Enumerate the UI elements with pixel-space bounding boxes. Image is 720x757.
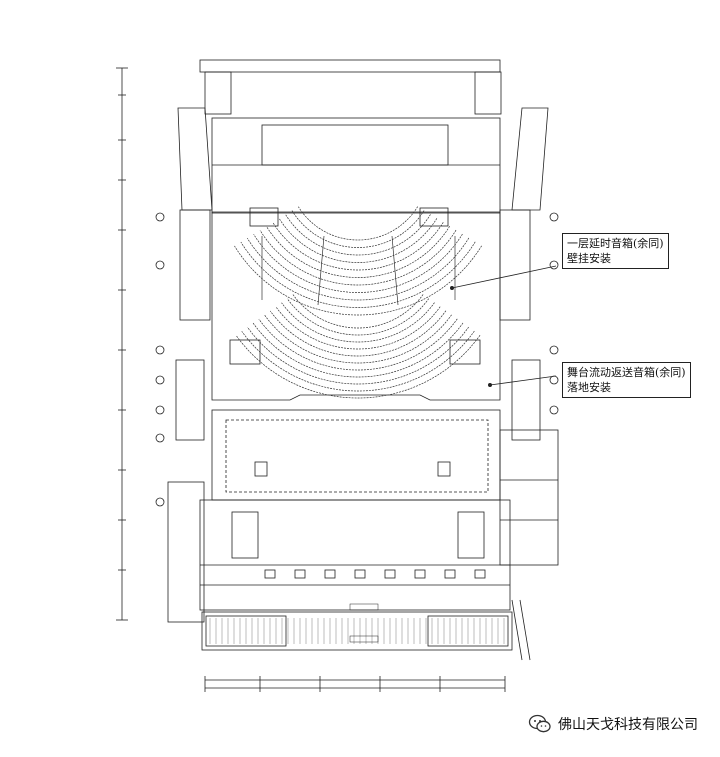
stage-area <box>211 409 501 501</box>
seat-row-lower <box>264 314 452 364</box>
backstage-area <box>199 499 511 611</box>
grid-bubble <box>549 405 559 415</box>
front-apron <box>201 611 513 651</box>
seat-row-lower <box>258 318 458 371</box>
left-stair-tower <box>177 107 213 211</box>
annotation-line: 壁挂安装 <box>567 252 611 265</box>
equipment-mark <box>474 569 486 579</box>
annotation-line: 一层延时音箱(余同) <box>567 237 664 250</box>
annotation-delay-speaker: 一层延时音箱(余同) 壁挂安装 <box>562 233 669 269</box>
grid-bubble <box>155 375 165 385</box>
grid-bubble <box>549 212 559 222</box>
auditorium-outline <box>211 211 501 401</box>
watermark-text: 佛山天戈科技有限公司 <box>558 717 698 733</box>
grid-bubble <box>155 497 165 507</box>
annotation-line: 落地安装 <box>567 381 611 394</box>
side-stage-right <box>499 429 559 566</box>
grid-bubble <box>549 345 559 355</box>
seat-row-upper <box>272 222 444 271</box>
equipment-mark <box>324 569 336 579</box>
seat-row-upper <box>253 233 463 293</box>
equipment-mark <box>294 569 306 579</box>
foyer-hall <box>211 117 501 214</box>
seat-row-upper <box>259 229 457 286</box>
seat-row-lower <box>269 310 447 357</box>
aisle-line <box>317 235 325 306</box>
seat-row-upper <box>278 218 438 263</box>
seat-row-lower <box>275 306 441 350</box>
seat-row-lower <box>252 322 464 378</box>
leader-line-2 <box>489 375 557 386</box>
equipment-mark <box>444 569 456 579</box>
right-stair-tower <box>511 107 549 211</box>
watermark: 佛山天戈科技有限公司 <box>528 712 698 736</box>
equipment-mark <box>354 569 366 579</box>
equipment-mark <box>414 569 426 579</box>
grid-bubble <box>155 260 165 270</box>
grid-bubble <box>155 405 165 415</box>
leader-line-1 <box>451 265 557 289</box>
grid-bubble <box>155 433 165 443</box>
grid-bubble <box>155 345 165 355</box>
annotation-stage-monitor: 舞台流动返送音箱(余同) 落地安装 <box>562 362 691 398</box>
rear-wall <box>199 59 501 73</box>
seat-row-upper <box>291 210 425 248</box>
aisle-line <box>391 235 399 306</box>
equipment-mark <box>384 569 396 579</box>
wechat-icon <box>528 714 551 733</box>
seat-row-lower <box>241 330 475 392</box>
seat-row-upper <box>298 206 418 241</box>
equipment-mark <box>264 569 276 579</box>
seat-row-lower <box>235 334 481 399</box>
seat-row-lower <box>247 326 469 385</box>
seat-row-upper <box>246 237 470 301</box>
grid-bubble <box>549 260 559 270</box>
seat-row-lower <box>281 302 435 343</box>
grid-bubble <box>549 375 559 385</box>
seat-row-upper <box>234 245 482 316</box>
seat-row-upper <box>285 214 431 256</box>
seat-row-lower <box>292 294 424 329</box>
seat-row-lower <box>286 298 430 336</box>
annotation-line: 舞台流动返送音箱(余同) <box>567 366 686 379</box>
seat-row-upper <box>240 241 476 308</box>
grid-bubble <box>155 212 165 222</box>
seat-row-upper <box>266 226 450 278</box>
